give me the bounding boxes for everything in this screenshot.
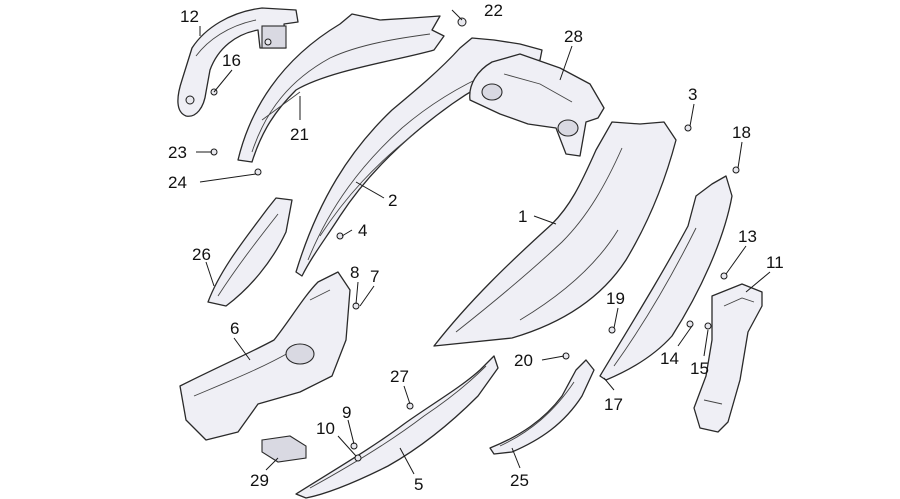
callout-27: 27 [390, 367, 409, 386]
part-5-floor-step [295, 355, 499, 499]
screw-4 [336, 232, 344, 240]
part-29-foam-block [261, 435, 307, 463]
part-1-side-cover [433, 121, 677, 347]
callout-1: 1 [518, 207, 527, 226]
callout-4: 4 [358, 221, 367, 240]
screw-15 [704, 322, 712, 330]
screw-22 [457, 17, 467, 27]
screw-24 [254, 168, 262, 176]
part-6-lower-panel [179, 271, 351, 441]
callout-23: 23 [168, 143, 187, 162]
callout-16: 16 [222, 51, 241, 70]
callout-15: 15 [690, 359, 709, 378]
callout-10: 10 [316, 419, 335, 438]
callout-6: 6 [230, 319, 239, 338]
callout-25: 25 [510, 471, 529, 490]
part-17-rear-trim [599, 175, 733, 381]
callout-24: 24 [168, 173, 187, 192]
screw-13 [720, 272, 728, 280]
callout-19: 19 [606, 289, 625, 308]
callout-9: 9 [342, 403, 351, 422]
callout-21: 21 [290, 125, 309, 144]
callout-20: 20 [514, 351, 533, 370]
callout-22: 22 [484, 1, 503, 20]
callout-3: 3 [688, 85, 697, 104]
callout-11: 11 [766, 253, 784, 272]
leader-lines [196, 9, 771, 475]
callout-14: 14 [660, 349, 679, 368]
callout-26: 26 [192, 245, 211, 264]
part-26-small-bracket [207, 197, 293, 307]
screw-3 [684, 124, 692, 132]
screws [210, 17, 740, 462]
callout-labels: 12 22 16 28 3 21 18 23 24 2 1 4 13 26 11… [168, 1, 784, 494]
part-21-rear-panel [237, 13, 445, 163]
callout-8: 8 [350, 263, 359, 282]
screw-10 [354, 454, 362, 462]
callout-7: 7 [370, 267, 379, 286]
part-25-under-trim [489, 359, 595, 455]
part-12-grab-handle [177, 7, 299, 117]
callout-18: 18 [732, 123, 751, 142]
part-28-inner-bracket [469, 53, 605, 157]
callout-12: 12 [180, 7, 199, 26]
screw-14 [686, 320, 694, 328]
callout-17: 17 [604, 395, 623, 414]
screw-19 [608, 326, 616, 334]
callout-29: 29 [250, 471, 269, 490]
callout-28: 28 [564, 27, 583, 46]
part-11-tail-piece [693, 283, 763, 433]
callout-2: 2 [388, 191, 397, 210]
screw-18 [732, 166, 740, 174]
callout-13: 13 [738, 227, 757, 246]
callout-5: 5 [414, 475, 423, 494]
